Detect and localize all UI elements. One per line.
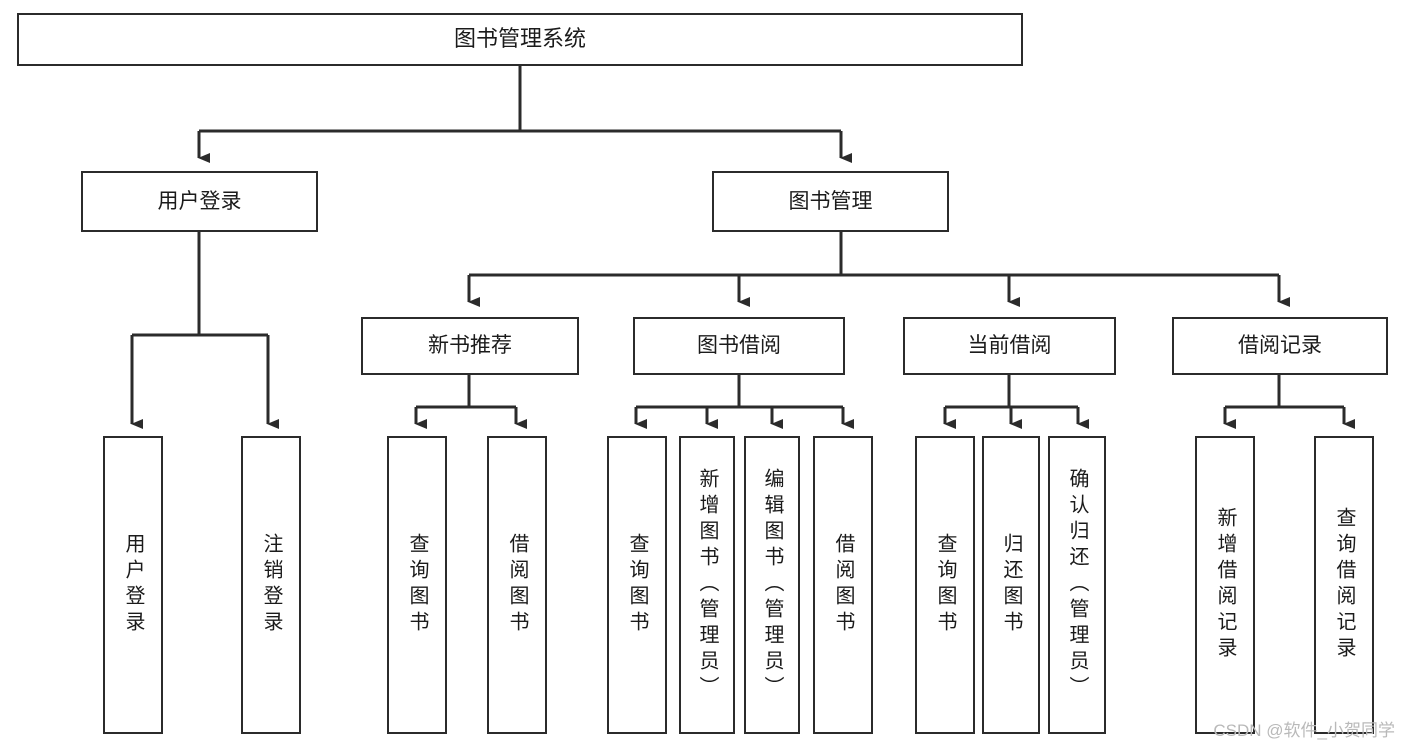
leaf-edit-book-admin[interactable]: 编辑图书（管理员） [744, 436, 800, 734]
leaf-add-borrow-record[interactable]: 新增借阅记录 [1195, 436, 1255, 734]
node-book-borrow-label: 图书借阅 [697, 334, 781, 358]
leaf-borrow-book-2-label: 借阅图书 [832, 533, 854, 637]
leaf-user-login-label: 用户登录 [122, 533, 144, 637]
node-root-label: 图书管理系统 [453, 26, 586, 52]
leaf-confirm-return-admin[interactable]: 确认归还（管理员） [1048, 436, 1106, 734]
leaf-add-book-admin[interactable]: 新增图书（管理员） [679, 436, 735, 734]
leaf-confirm-return-admin-label: 确认归还（管理员） [1066, 468, 1088, 702]
leaf-query-book-3-label: 查询图书 [934, 533, 956, 637]
node-root[interactable]: 图书管理系统 [17, 13, 1023, 66]
node-book-management[interactable]: 图书管理 [712, 171, 949, 232]
leaf-query-book-1[interactable]: 查询图书 [387, 436, 447, 734]
leaf-logout-login-label: 注销登录 [260, 533, 282, 637]
node-book-management-label: 图书管理 [788, 189, 873, 213]
leaf-return-book[interactable]: 归还图书 [982, 436, 1040, 734]
leaf-query-book-2[interactable]: 查询图书 [607, 436, 667, 734]
node-user-login[interactable]: 用户登录 [81, 171, 318, 232]
leaf-user-login[interactable]: 用户登录 [103, 436, 163, 734]
leaf-query-book-2-label: 查询图书 [626, 533, 648, 637]
leaf-borrow-book-1-label: 借阅图书 [506, 533, 528, 637]
node-user-login-label: 用户登录 [157, 189, 242, 213]
leaf-add-book-admin-label: 新增图书（管理员） [696, 468, 718, 702]
leaf-borrow-book-2[interactable]: 借阅图书 [813, 436, 873, 734]
node-new-book-recommend-label: 新书推荐 [428, 334, 512, 358]
node-new-book-recommend[interactable]: 新书推荐 [361, 317, 579, 375]
node-borrow-record-label: 借阅记录 [1238, 334, 1322, 358]
node-book-borrow[interactable]: 图书借阅 [633, 317, 845, 375]
leaf-add-borrow-record-label: 新增借阅记录 [1214, 507, 1236, 663]
leaf-query-book-1-label: 查询图书 [406, 533, 428, 637]
leaf-borrow-book-1[interactable]: 借阅图书 [487, 436, 547, 734]
leaf-query-borrow-record-label: 查询借阅记录 [1333, 507, 1355, 663]
node-current-borrow[interactable]: 当前借阅 [903, 317, 1116, 375]
leaf-edit-book-admin-label: 编辑图书（管理员） [761, 468, 783, 702]
leaf-query-book-3[interactable]: 查询图书 [915, 436, 975, 734]
node-borrow-record[interactable]: 借阅记录 [1172, 317, 1388, 375]
leaf-return-book-label: 归还图书 [1000, 533, 1022, 637]
node-current-borrow-label: 当前借阅 [967, 334, 1052, 358]
leaf-query-borrow-record[interactable]: 查询借阅记录 [1314, 436, 1374, 734]
leaf-logout-login[interactable]: 注销登录 [241, 436, 301, 734]
